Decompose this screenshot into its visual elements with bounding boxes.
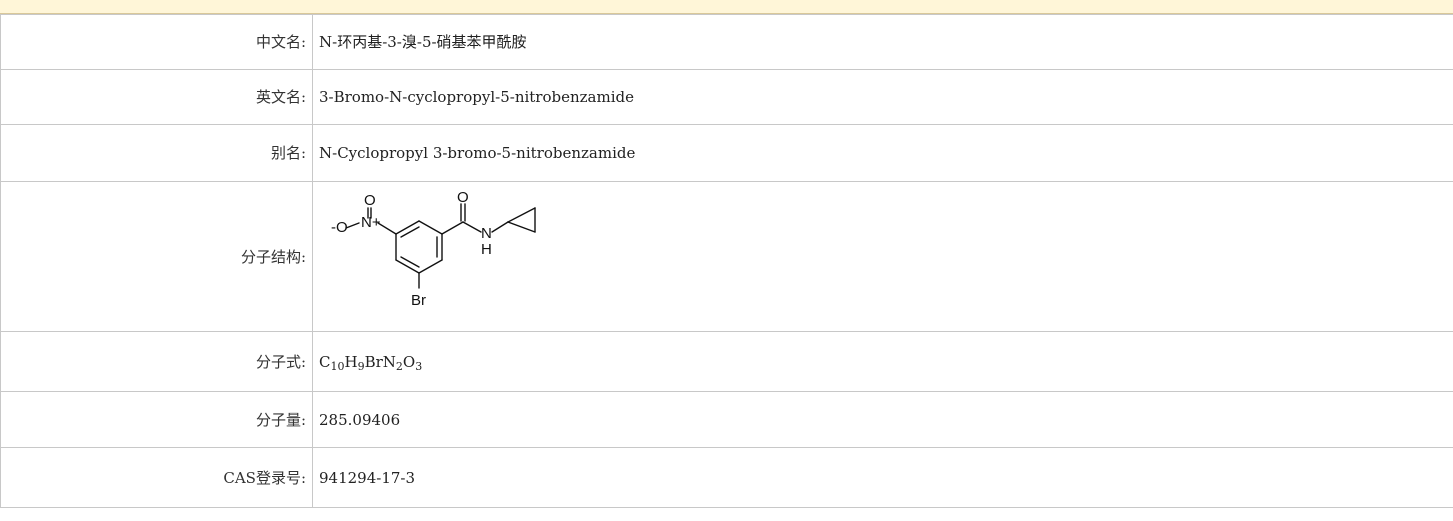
alias-label: 别名: xyxy=(0,124,313,182)
formula-value: C10H9BrN2O3 xyxy=(312,331,1453,392)
english-name-value: 3-Bromo-N-cyclopropyl-5-nitrobenzamide xyxy=(312,69,1453,125)
table-row: 别名: N-Cyclopropyl 3-bromo-5-nitrobenzami… xyxy=(0,124,1453,182)
compound-info-table: 中文名: N-环丙基-3-溴-5-硝基苯甲酰胺 英文名: 3-Bromo-N-c… xyxy=(0,14,1453,508)
molecular-weight-value: 285.09406 xyxy=(312,391,1453,448)
table-row: 英文名: 3-Bromo-N-cyclopropyl-5-nitrobenzam… xyxy=(0,69,1453,125)
atom-o-minus: -O xyxy=(331,219,348,236)
table-row: CAS登录号: 941294-17-3 xyxy=(0,447,1453,508)
table-row: 分子结构: xyxy=(0,181,1453,332)
formula-part-c: C10 xyxy=(319,352,345,373)
atom-o-carbonyl: O xyxy=(457,192,469,206)
chinese-name-value: N-环丙基-3-溴-5-硝基苯甲酰胺 xyxy=(312,14,1453,70)
structure-cell: O -O N+ O N H Br xyxy=(312,181,1453,332)
atom-n-plus: N+ xyxy=(361,214,381,231)
atom-n-amide: N xyxy=(481,225,492,242)
molecular-weight-label: 分子量: xyxy=(0,391,313,448)
header-band xyxy=(0,0,1453,14)
alias-value: N-Cyclopropyl 3-bromo-5-nitrobenzamide xyxy=(312,124,1453,182)
formula-part-brn: BrN2 xyxy=(364,352,403,373)
atom-h-amide: H xyxy=(481,241,492,258)
chinese-name-label: 中文名: xyxy=(0,14,313,70)
table-row: 分子量: 285.09406 xyxy=(0,391,1453,448)
formula-label: 分子式: xyxy=(0,331,313,392)
structure-label: 分子结构: xyxy=(0,181,313,332)
english-name-label: 英文名: xyxy=(0,69,313,125)
table-row: 分子式: C10H9BrN2O3 xyxy=(0,331,1453,392)
cas-number-value: 941294-17-3 xyxy=(312,447,1453,508)
cas-number-label: CAS登录号: xyxy=(0,447,313,508)
atom-o-top: O xyxy=(364,192,376,209)
table-row: 中文名: N-环丙基-3-溴-5-硝基苯甲酰胺 xyxy=(0,14,1453,70)
atom-br: Br xyxy=(411,292,426,309)
formula-part-o: O3 xyxy=(402,352,423,373)
molecular-structure-image: O -O N+ O N H Br xyxy=(331,192,536,309)
formula-part-h: H9 xyxy=(344,352,365,373)
